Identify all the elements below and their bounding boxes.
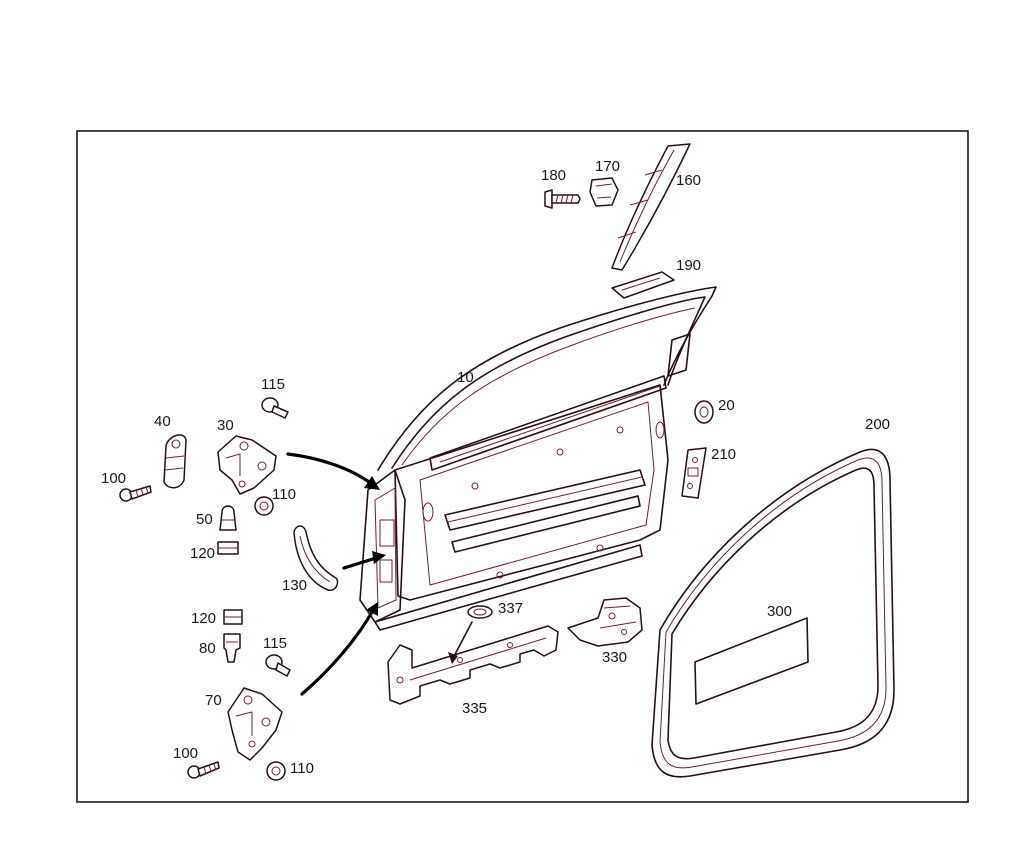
hinge-30[interactable] bbox=[217, 435, 277, 495]
grommet-20[interactable] bbox=[694, 400, 714, 424]
diagram-frame bbox=[76, 130, 969, 803]
assembly-arrowhead-upper-hinge bbox=[364, 476, 380, 490]
grip-130[interactable] bbox=[293, 525, 339, 591]
label-300: 300 bbox=[767, 603, 792, 620]
nut-120-lower[interactable] bbox=[223, 609, 243, 625]
label-335: 335 bbox=[462, 700, 487, 717]
label-200: 200 bbox=[865, 416, 890, 433]
hinge-70[interactable] bbox=[227, 687, 283, 761]
label-210: 210 bbox=[711, 446, 736, 463]
clip-170[interactable] bbox=[589, 177, 619, 207]
window-trim-160[interactable] bbox=[611, 143, 691, 271]
label-20: 20 bbox=[718, 397, 735, 414]
label-100-upper: 100 bbox=[101, 470, 126, 487]
nut-120-upper[interactable] bbox=[217, 541, 239, 555]
plug-337[interactable] bbox=[467, 605, 493, 619]
label-160: 160 bbox=[676, 172, 701, 189]
label-70: 70 bbox=[205, 692, 222, 709]
screw-115-upper[interactable] bbox=[261, 397, 289, 419]
label-110-upper: 110 bbox=[272, 486, 296, 503]
trim-piece-190[interactable] bbox=[611, 271, 675, 299]
screw-180[interactable] bbox=[544, 189, 581, 209]
label-30: 30 bbox=[217, 417, 234, 434]
decal-300[interactable] bbox=[694, 617, 809, 705]
label-110-lower: 110 bbox=[290, 760, 314, 777]
label-115-upper: 115 bbox=[261, 376, 285, 393]
label-330: 330 bbox=[602, 649, 627, 666]
plate-210[interactable] bbox=[681, 447, 707, 499]
label-120-upper: 120 bbox=[190, 545, 215, 562]
screw-115-lower[interactable] bbox=[265, 654, 291, 677]
label-115-lower: 115 bbox=[263, 635, 287, 652]
door-seal-200[interactable] bbox=[651, 448, 895, 778]
label-50: 50 bbox=[196, 511, 213, 528]
assembly-arrow-grip bbox=[342, 556, 378, 570]
label-40: 40 bbox=[154, 413, 171, 430]
assembly-arrowhead-grip bbox=[372, 551, 386, 564]
label-10: 10 bbox=[457, 369, 474, 386]
leader-337 bbox=[451, 621, 473, 661]
label-190: 190 bbox=[676, 257, 701, 274]
nut-110-lower[interactable] bbox=[266, 761, 286, 781]
assembly-arrowhead-lower-hinge bbox=[366, 602, 378, 616]
assembly-arrow-upper-hinge bbox=[286, 452, 374, 486]
bolt-80[interactable] bbox=[223, 633, 241, 663]
nut-110-upper[interactable] bbox=[254, 496, 274, 516]
label-337: 337 bbox=[498, 600, 523, 617]
screw-100-lower[interactable] bbox=[187, 761, 220, 779]
label-130: 130 bbox=[282, 577, 307, 594]
carrier-rail-335[interactable] bbox=[387, 625, 559, 705]
door-shell[interactable] bbox=[359, 286, 717, 631]
assembly-arrow-lower-hinge bbox=[300, 610, 374, 696]
label-120-lower: 120 bbox=[191, 610, 216, 627]
label-170: 170 bbox=[595, 158, 620, 175]
label-80: 80 bbox=[199, 640, 216, 657]
label-180: 180 bbox=[541, 167, 566, 184]
screw-100-upper[interactable] bbox=[119, 485, 152, 502]
label-100-lower: 100 bbox=[173, 745, 198, 762]
leader-337-arrowhead bbox=[448, 652, 458, 664]
bolt-50[interactable] bbox=[219, 505, 237, 531]
bracket-330[interactable] bbox=[567, 597, 643, 647]
hinge-40[interactable] bbox=[163, 434, 187, 489]
